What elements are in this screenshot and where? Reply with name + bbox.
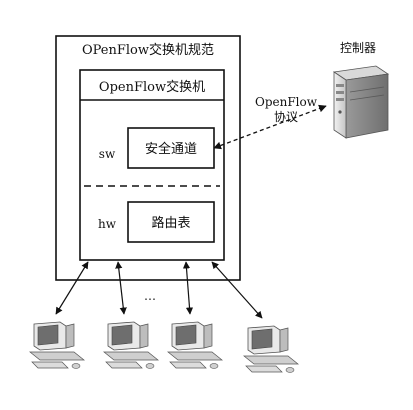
protocol-label-line2: 协议 (274, 109, 298, 124)
spec-title: OPenFlow交换机规范 (82, 42, 214, 58)
sw-label: sw (99, 147, 116, 161)
host-link-2 (115, 261, 127, 315)
host-link-1 (55, 261, 89, 315)
server-tower-icon (332, 65, 390, 139)
switch-title: OpenFlow交换机 (99, 79, 205, 95)
switch-box (79, 69, 225, 261)
desktop-computer-icon (29, 321, 85, 369)
protocol-label-line1: OpenFlow (255, 95, 318, 109)
host-link-3 (182, 261, 194, 315)
ellipsis: … (144, 289, 156, 303)
desktop-computer-icon (167, 321, 223, 369)
desktop-computer-icon (103, 321, 159, 369)
flow-table-box (127, 201, 215, 243)
controller-label: 控制器 (340, 41, 376, 55)
desktop-computer-icon (243, 325, 299, 373)
openflow-protocol-arrow (213, 104, 327, 150)
host-link-4 (211, 261, 263, 319)
secure-channel-box (127, 127, 215, 169)
hw-label: hw (98, 217, 117, 231)
flow-table-label: 路由表 (151, 215, 190, 231)
secure-channel-label: 安全通道 (145, 141, 197, 157)
spec-box (55, 35, 241, 281)
